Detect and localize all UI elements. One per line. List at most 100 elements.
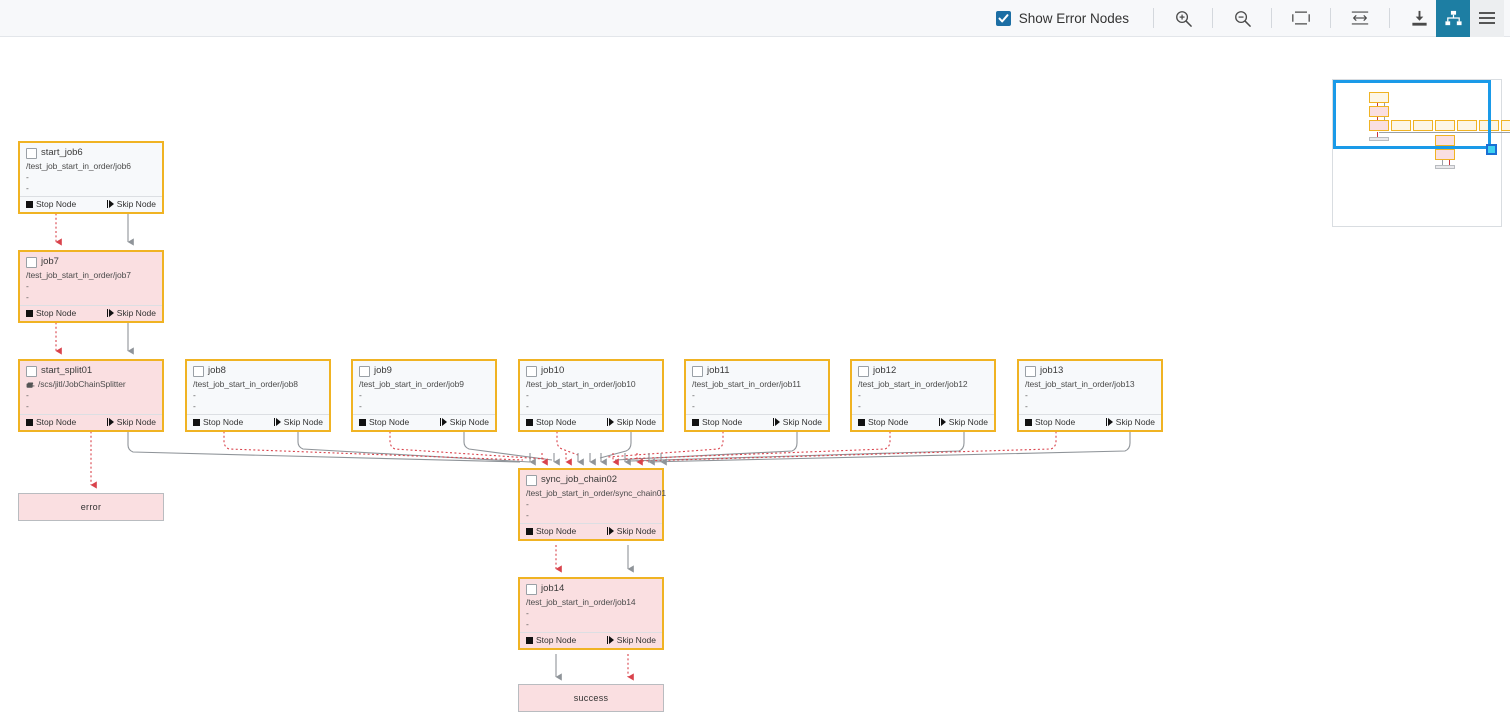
node-job7[interactable]: job7/test_job_start_in_order/job7--Stop … [18,250,164,323]
node-job9[interactable]: job9/test_job_start_in_order/job9--Stop … [351,359,497,432]
node-title: job12 [873,365,897,376]
node-job13[interactable]: job13/test_job_start_in_order/job13--Sto… [1017,359,1163,432]
node-checkbox[interactable] [858,365,869,377]
stop-node-button[interactable]: Stop Node [858,417,908,427]
show-error-nodes-control[interactable]: Show Error Nodes [995,10,1129,26]
skip-node-button[interactable]: Skip Node [606,526,656,536]
skip-node-button[interactable]: Skip Node [1105,417,1155,427]
hierarchy-icon[interactable] [1436,0,1470,37]
node-path-row: /test_job_start_in_order/job14 [526,597,656,608]
minimap-node [1369,106,1389,117]
magnifier-minus-icon[interactable] [1225,0,1259,37]
node-body: job7/test_job_start_in_order/job7-- [20,252,162,305]
node-checkbox[interactable] [526,365,537,377]
node-footer: Stop Node Skip Node [686,414,828,430]
node-path-row: /test_job_start_in_order/job12 [858,379,988,390]
fit-width-icon[interactable] [1343,0,1377,37]
skip-node-label: Skip Node [283,417,323,427]
node-body: sync_job_chain02/test_job_start_in_order… [520,470,666,523]
node-line4: - [1025,401,1028,411]
node-line3: - [692,390,695,400]
fit-screen-icon[interactable] [1284,0,1318,37]
minimap-terminal [1369,137,1389,141]
node-checkbox[interactable] [526,583,537,595]
node-footer: Stop Node Skip Node [187,414,329,430]
node-checkbox[interactable] [1025,365,1036,377]
skip-node-button[interactable]: Skip Node [606,417,656,427]
node-body: job10/test_job_start_in_order/job10-- [520,361,662,414]
node-body: start_job6/test_job_start_in_order/job6-… [20,143,162,196]
node-path: /test_job_start_in_order/job8 [193,379,298,389]
stop-node-button[interactable]: Stop Node [526,526,576,536]
node-sync_job_chain02[interactable]: sync_job_chain02/test_job_start_in_order… [518,468,666,541]
node-line3: - [26,172,29,182]
stop-node-label: Stop Node [536,526,577,536]
terminal-success[interactable]: success [518,684,664,712]
node-footer: Stop Node Skip Node [520,632,662,648]
stop-node-button[interactable]: Stop Node [526,635,576,645]
stop-node-button[interactable]: Stop Node [526,417,576,427]
magnifier-plus-icon[interactable] [1166,0,1200,37]
stop-node-button[interactable]: Stop Node [193,417,243,427]
stop-node-button[interactable]: Stop Node [26,417,76,427]
check-icon[interactable] [995,10,1011,26]
stop-icon [26,309,33,317]
node-title: job14 [541,583,565,594]
stop-node-button[interactable]: Stop Node [26,199,76,209]
node-checkbox[interactable] [526,474,537,486]
skip-node-button[interactable]: Skip Node [106,417,156,427]
download-icon[interactable] [1402,0,1436,37]
node-title: job7 [41,256,59,267]
node-start_split01[interactable]: start_split01/scs/jitl/JobChainSplitter-… [18,359,164,432]
terminal-error[interactable]: error [18,493,164,521]
node-path: /test_job_start_in_order/job10 [526,379,636,389]
stop-node-button[interactable]: Stop Node [359,417,409,427]
node-checkbox[interactable] [26,256,37,268]
node-checkbox[interactable] [193,365,204,377]
node-job12[interactable]: job12/test_job_start_in_order/job12--Sto… [850,359,996,432]
minimap-node [1435,135,1455,146]
node-title-row: start_split01 [26,365,156,377]
node-path-row: /test_job_start_in_order/job13 [1025,379,1155,390]
node-job8[interactable]: job8/test_job_start_in_order/job8--Stop … [185,359,331,432]
minimap-viewport[interactable] [1333,80,1491,149]
node-checkbox[interactable] [359,365,370,377]
stop-node-button[interactable]: Stop Node [26,308,76,318]
node-line4: - [26,183,29,193]
node-job11[interactable]: job11/test_job_start_in_order/job11--Sto… [684,359,830,432]
node-title-row: start_job6 [26,147,156,159]
node-line4: - [26,292,29,302]
node-job14[interactable]: job14/test_job_start_in_order/job14--Sto… [518,577,664,650]
skip-node-button[interactable]: Skip Node [106,199,156,209]
stop-node-button[interactable]: Stop Node [692,417,742,427]
diagram-canvas[interactable]: start_job6/test_job_start_in_order/job6-… [0,37,1510,725]
node-body: job8/test_job_start_in_order/job8-- [187,361,329,414]
skip-node-button[interactable]: Skip Node [772,417,822,427]
node-line3: - [858,390,861,400]
skip-node-button[interactable]: Skip Node [606,635,656,645]
hamburger-icon[interactable] [1470,0,1504,37]
minimap-resize-handle[interactable] [1486,144,1497,155]
stop-node-button[interactable]: Stop Node [1025,417,1075,427]
node-job10[interactable]: job10/test_job_start_in_order/job10-- Sto… [518,359,664,432]
minimap[interactable] [1332,79,1510,227]
skip-node-button[interactable]: Skip Node [273,417,323,427]
skip-node-button[interactable]: Skip Node [106,308,156,318]
node-footer: Stop Node Skip Node [852,414,994,430]
minimap-edge [1384,103,1385,106]
stop-node-label: Stop Node [369,417,410,427]
node-start_job6[interactable]: start_job6/test_job_start_in_order/job6-… [18,141,164,214]
node-title: job9 [374,365,392,376]
node-checkbox[interactable] [26,147,37,159]
node-title: job10 [541,365,565,376]
node-body: start_split01/scs/jitl/JobChainSplitter-… [20,361,162,414]
node-path-row: /test_job_start_in_order/job10 [526,379,656,390]
skip-node-button[interactable]: Skip Node [938,417,988,427]
skip-node-button[interactable]: Skip Node [439,417,489,427]
node-checkbox[interactable] [26,365,37,377]
skip-icon [772,418,780,426]
node-checkbox[interactable] [692,365,703,377]
node-title-row: job12 [858,365,988,377]
minimap-edge [1384,117,1385,120]
node-path: /test_job_start_in_order/job12 [858,379,968,389]
